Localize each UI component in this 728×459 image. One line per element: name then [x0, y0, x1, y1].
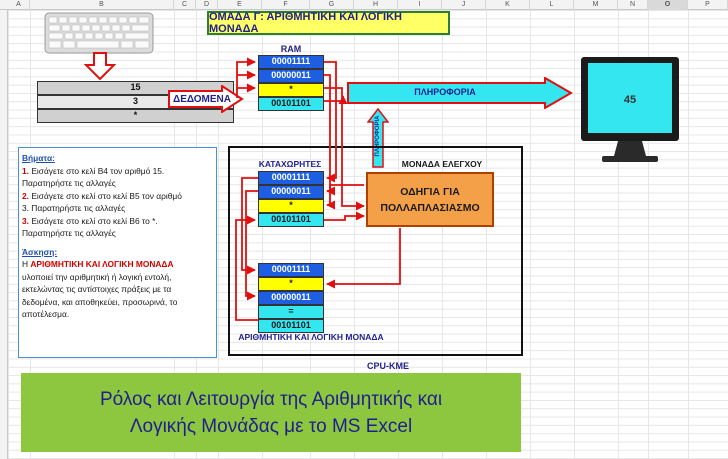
grid-line	[310, 10, 311, 459]
instruction-line: ΠΟΛΛΑΠΛΑΣΙΑΣΜΟ	[380, 201, 480, 214]
banner-line: Λογικής Μονάδας με το MS Excel	[129, 415, 413, 437]
page-title: ΟΜΑΔΑ Γ: ΑΡΙΘΜΗΤΙΚΗ ΚΑΙ ΛΟΓΙΚΗ ΜΟΝΑΔΑ	[207, 11, 450, 35]
ram-block: 00001111 00000011 * 00101101	[258, 55, 324, 111]
information-arrow-icon	[347, 77, 573, 109]
column-header[interactable]: A B C D E F G H I J K L M N O P	[0, 0, 728, 10]
column-header-a[interactable]: A	[8, 0, 30, 10]
ram-cell: *	[258, 83, 324, 97]
column-header-m[interactable]: M	[574, 0, 618, 10]
grid-line	[688, 10, 689, 459]
column-header-d[interactable]: D	[196, 0, 218, 10]
column-header-k[interactable]: K	[486, 0, 530, 10]
information-label: ΠΛΗΡΟΦΟΡΙΑ	[414, 87, 476, 97]
ram-cell: 00001111	[258, 55, 324, 69]
grid-line	[648, 10, 649, 459]
column-header-j[interactable]: J	[442, 0, 486, 10]
column-header-c[interactable]: C	[174, 0, 196, 10]
column-header-o-selected[interactable]: O	[648, 0, 688, 10]
grid-line	[218, 10, 219, 459]
banner-line: Ρόλος και Λειτουργία της Αριθμητικής και	[99, 388, 443, 410]
step-number: 2.	[22, 190, 29, 201]
step-number: 3.	[22, 215, 29, 226]
step-number: 1.	[22, 165, 29, 176]
exercise-line: υλοποιεί την αριθμητική ή λογική εντολή,	[22, 271, 172, 282]
vertical-information-arrow-icon	[367, 108, 389, 168]
alu-cell: 00101101	[258, 319, 324, 333]
row-header[interactable]	[0, 10, 8, 459]
exercise-line: εκτελώντας τις αντίστοιχες πράξεις με τα	[22, 284, 172, 294]
step-3-cont: Παρατηρήστε τις αλλαγές	[22, 228, 116, 238]
column-header-i[interactable]: I	[398, 0, 442, 10]
data-label: ΔΕΔΟΜΕΝΑ	[173, 94, 231, 105]
register-cell: *	[258, 199, 324, 213]
column-header-g[interactable]: G	[310, 0, 354, 10]
register-cell: 00001111	[258, 171, 324, 185]
step-text: Εισάγετε στο κελί στο κελί B6 το *.	[29, 215, 158, 226]
step-2-cont: 3. Παρατηρήστε τις αλλαγές	[22, 203, 126, 213]
step-3: 3. Εισάγετε στο κελί στο κελί B6 το *.	[22, 215, 213, 228]
instructions-panel: Βήματα: 1. Εισάγετε στο κελί B4 τον αριθ…	[18, 147, 217, 358]
cpu-label: CPU-KME	[367, 361, 409, 371]
alu-cell: 00001111	[258, 263, 324, 277]
column-header-p[interactable]: P	[688, 0, 728, 10]
registers-block: 00001111 00000011 * 00101101	[258, 171, 324, 227]
register-cell: 00101101	[258, 213, 324, 227]
grid-line	[574, 10, 575, 459]
step-1-cont: Παρατηρήστε τις αλλαγές	[22, 178, 116, 188]
grid-line	[486, 10, 487, 459]
cpu-box	[228, 146, 523, 356]
instruction-line: ΟΔΗΓΙΑ ΓΙΑ	[400, 185, 460, 198]
exercise-text: Η	[22, 259, 31, 269]
down-arrow-icon	[84, 52, 116, 80]
data-arrow-icon	[168, 85, 244, 113]
steps-heading: Βήματα:	[22, 153, 55, 163]
monitor-value: 45	[623, 94, 637, 106]
step-1: 1. Εισάγετε στο κελί B4 τον αριθμό 15.	[22, 165, 213, 178]
exercise-line: Η ΑΡΙΘΜΗΤΙΚΗ ΚΑΙ ΛΟΓΙΚΗ ΜΟΝΑΔΑ	[22, 258, 213, 271]
alu-cell: =	[258, 305, 324, 319]
column-header-l[interactable]: L	[530, 0, 574, 10]
column-header-e[interactable]: E	[218, 0, 262, 10]
alu-cell: 00000011	[258, 291, 324, 305]
alu-block: 00001111 * 00000011 = 00101101	[258, 263, 324, 333]
column-header-b[interactable]: B	[30, 0, 174, 10]
alu-cell: *	[258, 277, 324, 291]
ram-cell: 00101101	[258, 97, 324, 111]
alu-label: ΑΡΙΘΜΗΤΙΚΗ ΚΑΙ ΛΟΓΙΚΗ ΜΟΝΑΔΑ	[238, 332, 384, 342]
exercise-heading: Άσκηση:	[22, 246, 58, 257]
grid-line	[530, 10, 531, 459]
registers-label: ΚΑΤΑΧΩΡΗΤΕΣ	[258, 159, 322, 169]
column-header-f[interactable]: F	[262, 0, 310, 10]
column-header-n[interactable]: N	[618, 0, 648, 10]
exercise-line: δεδομένα, και αποθηκεύει, προσωρινά, το	[22, 296, 178, 307]
ram-label: RAM	[280, 44, 302, 54]
grid-line	[442, 10, 443, 459]
ram-cell: 00000011	[258, 69, 324, 83]
input-cell-b6[interactable]: *	[37, 109, 234, 123]
step-text: Εισάγετε στο κελί στο κελί B5 τον αριθμό	[29, 190, 182, 201]
grid-line	[262, 10, 263, 459]
control-unit-label: ΜΟΝΑΔΑ ΕΛΕΓΧΟΥ	[401, 159, 483, 169]
monitor-icon	[581, 57, 679, 162]
title-banner: Ρόλος και Λειτουργία της Αριθμητικής και…	[21, 373, 521, 452]
exercise-line: αποτέλεσμα.	[22, 309, 70, 319]
exercise-highlight: ΑΡΙΘΜΗΤΙΚΗ ΚΑΙ ΛΟΓΙΚΗ ΜΟΝΑΔΑ	[30, 259, 174, 269]
step-2: 2. Εισάγετε στο κελί στο κελί B5 τον αρι…	[22, 190, 213, 203]
keyboard-icon	[44, 12, 154, 54]
step-text: Εισάγετε στο κελί B4 τον αριθμό 15.	[29, 165, 165, 176]
column-header-h[interactable]: H	[354, 0, 398, 10]
instruction-box: ΟΔΗΓΙΑ ΓΙΑ ΠΟΛΛΑΠΛΑΣΙΑΣΜΟ	[366, 172, 494, 227]
grid-line	[618, 10, 619, 459]
register-cell: 00000011	[258, 185, 324, 199]
